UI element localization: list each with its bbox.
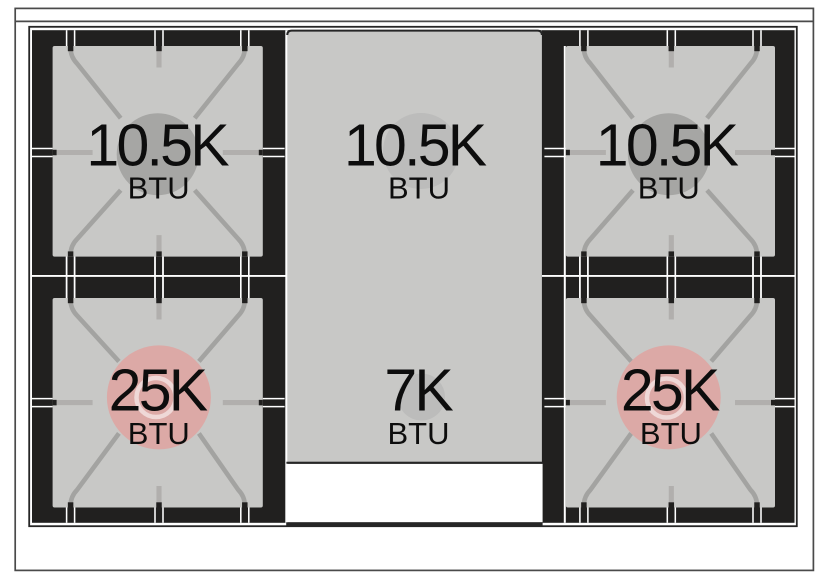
svg-text:25K: 25K — [621, 358, 720, 424]
svg-text:10.5K: 10.5K — [344, 113, 487, 179]
svg-text:BTU: BTU — [388, 416, 450, 451]
svg-text:7K: 7K — [384, 358, 453, 424]
svg-text:BTU: BTU — [388, 171, 450, 206]
svg-text:BTU: BTU — [128, 416, 190, 451]
svg-text:BTU: BTU — [638, 171, 700, 206]
svg-text:10.5K: 10.5K — [86, 113, 229, 179]
svg-text:10.5K: 10.5K — [596, 113, 739, 179]
svg-text:25K: 25K — [109, 358, 208, 424]
svg-text:BTU: BTU — [128, 171, 190, 206]
svg-text:BTU: BTU — [640, 416, 702, 451]
